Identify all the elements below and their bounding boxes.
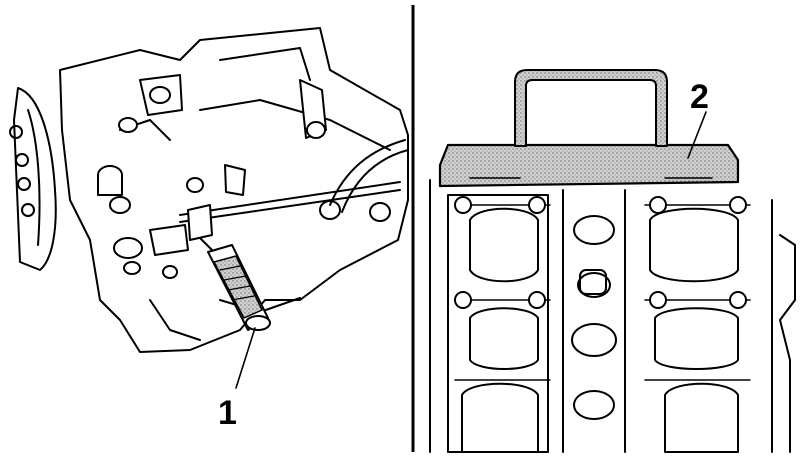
camshaft-left bbox=[447, 194, 551, 453]
spark-plug-wells bbox=[562, 189, 626, 453]
locking-tool-handle bbox=[514, 69, 668, 147]
stud-bosses bbox=[97, 74, 391, 279]
callout-label-2: 2 bbox=[690, 78, 709, 116]
head-outline bbox=[429, 179, 796, 453]
locking-tool-bar bbox=[438, 143, 740, 188]
left-panel-engine-side bbox=[9, 27, 409, 389]
vacuum-hose bbox=[329, 139, 406, 206]
leader-line-2 bbox=[687, 111, 707, 159]
timing-cover bbox=[9, 87, 57, 271]
sensor-component-1 bbox=[187, 204, 271, 331]
camshaft-right bbox=[644, 196, 751, 453]
callout-label-1: 1 bbox=[218, 394, 237, 432]
leader-line-1 bbox=[235, 327, 256, 389]
right-panel-camshafts bbox=[429, 69, 796, 453]
